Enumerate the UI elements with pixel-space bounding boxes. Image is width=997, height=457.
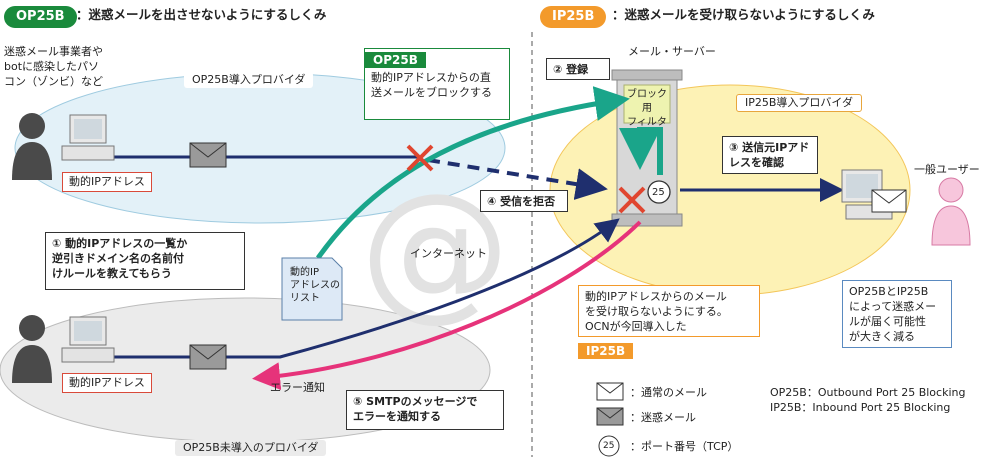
op25b-callout-text: 動的IPアドレスからの直 送メールをブロックする — [371, 71, 492, 99]
general-user-label: 一般ユーザー — [914, 163, 980, 176]
step5-box: ⑤ SMTPのメッセージで エラーを通知する — [346, 390, 504, 430]
step3-box: ③ 送信元IPアド レスを確認 — [722, 136, 818, 174]
spammer-label: 迷惑メール事業者や botに感染したパソ コン（ゾンビ）など — [4, 45, 103, 88]
step4-box: ④ 受信を拒否 — [480, 190, 568, 212]
blocked-dashed-line — [427, 158, 608, 200]
block-filter-label: ブロック用 フィルタ — [627, 89, 667, 128]
ip25b-note-badge: IP25B — [578, 343, 634, 359]
op25b-callout-badge: OP25B — [365, 52, 426, 68]
spam-envelope-bottom — [189, 344, 227, 370]
legend-port-number: 25 — [603, 441, 615, 451]
result-note: OP25BとIP25B によって迷惑メー ルが届く可能性 が大きく減る — [842, 280, 952, 348]
mail-server-label: メール・サーバー — [628, 45, 716, 58]
legend-port-label: ：ポート番号（TCP） — [630, 440, 739, 453]
internet-label: インターネット — [410, 247, 487, 260]
ip25b-header-title: ：迷惑メールを受け取らないようにするしくみ — [612, 7, 875, 22]
port-number-label: 25 — [652, 187, 665, 198]
legend-port-circle — [598, 435, 620, 457]
legend-op25b-definition: OP25B：Outbound Port 25 Blocking — [770, 386, 966, 399]
op25b-provider-label: OP25B導入プロバイダ — [184, 72, 314, 88]
error-return-arrow — [252, 220, 642, 391]
dynamic-ip-top-label: 動的IPアドレス — [62, 172, 152, 192]
port-25-circle — [647, 180, 671, 204]
list-document-icon — [281, 257, 343, 321]
error-label: エラー通知 — [270, 381, 325, 394]
ip25b-provider-label: IP25B導入プロバイダ — [736, 94, 862, 112]
legend-spam-label: ：迷惑メール — [630, 411, 696, 424]
spammer-bottom-icon — [12, 315, 115, 383]
block-x-ip25b — [618, 186, 646, 214]
dynamic-ip-bottom-label: 動的IPアドレス — [62, 373, 152, 393]
list-document-label: 動的IP アドレスの リスト — [290, 267, 340, 304]
legend-normal-envelope — [596, 382, 624, 401]
list-register-arrow — [315, 86, 630, 260]
unimplemented-provider-label: OP25B未導入のプロバイダ — [175, 440, 327, 456]
step2-box: ② 登録 — [546, 58, 610, 80]
check-loop-arrow — [619, 127, 663, 175]
op25b-header-badge: OP25B — [4, 6, 77, 28]
block-x-op25b — [406, 144, 434, 172]
spammer-top-icon — [12, 113, 115, 180]
ip25b-note: 動的IPアドレスからのメール を受け取らないようにする。 OCNが今回導入した — [578, 285, 760, 337]
op25b-header-title: ：迷惑メールを出させないようにするしくみ — [76, 7, 327, 22]
step1-box: ① 動的IPアドレスの一覧か 逆引きドメイン名の名前付 けルールを教えてもらう — [45, 232, 245, 290]
ip25b-header-badge: IP25B — [540, 6, 607, 28]
spam-line-bottom — [110, 218, 620, 359]
spam-envelope-top — [189, 142, 227, 168]
legend-ip25b-definition: IP25B：Inbound Port 25 Blocking — [770, 401, 951, 414]
legend-normal-label: ：通常のメール — [630, 386, 707, 399]
general-user-icon — [841, 169, 971, 246]
legend-spam-envelope — [596, 407, 624, 426]
op25b-callout: OP25B 動的IPアドレスからの直 送メールをブロックする — [364, 48, 510, 120]
